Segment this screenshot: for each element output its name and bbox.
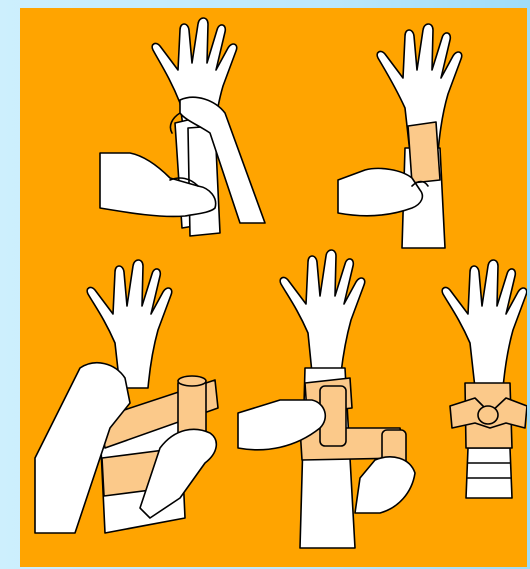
wrapping-bandage-icon: [35, 260, 218, 533]
tied-bandage-icon: [442, 260, 527, 498]
bandaging-steps-illustration: [20, 8, 527, 567]
illustration-panel: [20, 8, 527, 567]
crossing-bandage-icon: [238, 250, 415, 548]
hand-holding-splint-icon: [100, 18, 265, 236]
pad-on-wrist-icon: [338, 24, 462, 248]
